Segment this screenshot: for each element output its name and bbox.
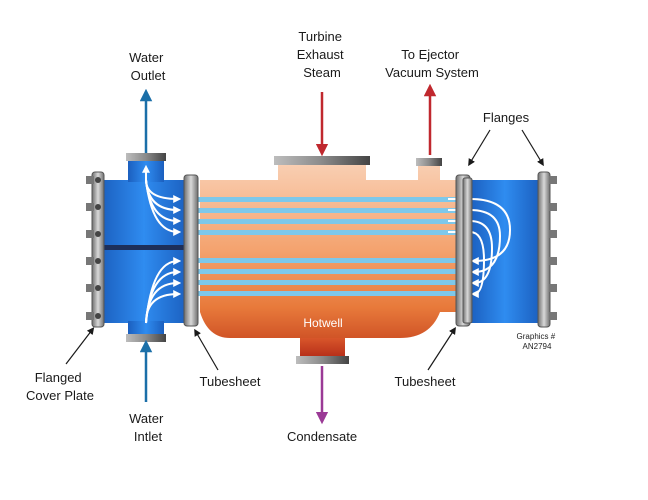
water-inlet-flange <box>126 334 166 342</box>
right-cover-plate <box>537 171 557 328</box>
ejector-flange <box>416 158 442 166</box>
water-flow-arrows <box>142 164 512 324</box>
label-hotwell: Hotwell <box>303 316 342 330</box>
tube-bundle <box>196 197 458 296</box>
label-water-inlet: Water Intlet <box>129 411 167 444</box>
cover-plate-leader <box>65 327 95 365</box>
left-cover-plate <box>86 171 105 328</box>
left-tubesheet <box>183 174 199 327</box>
pass-partition <box>100 245 188 250</box>
label-tubesheet-right: Tubesheet <box>395 374 456 389</box>
steam-inlet-flange <box>274 156 370 165</box>
label-condensate: Condensate <box>287 429 357 444</box>
label-graphics-number: Graphics # AN2794 <box>517 332 558 351</box>
right-flange-inner <box>462 177 473 324</box>
condensate-flange <box>296 356 349 364</box>
label-tubesheet-left: Tubesheet <box>200 374 261 389</box>
water-outlet-flange <box>126 153 166 161</box>
tubesheet-left-leader <box>194 328 219 371</box>
flanges-leader-right <box>521 129 544 167</box>
label-flanged-cover: Flanged Cover Plate <box>26 370 94 403</box>
left-water-box <box>100 160 188 335</box>
tubesheet-right-leader <box>427 326 456 371</box>
label-flanges: Flanges <box>483 110 530 125</box>
right-water-box <box>470 180 540 323</box>
hotwell-outlet <box>300 338 345 356</box>
label-turbine-exhaust: Turbine Exhaust Steam <box>297 29 348 80</box>
label-water-outlet: Water Outlet <box>129 50 167 83</box>
label-ejector: To Ejector Vacuum System <box>385 47 479 80</box>
flanges-leader-left <box>468 129 491 167</box>
